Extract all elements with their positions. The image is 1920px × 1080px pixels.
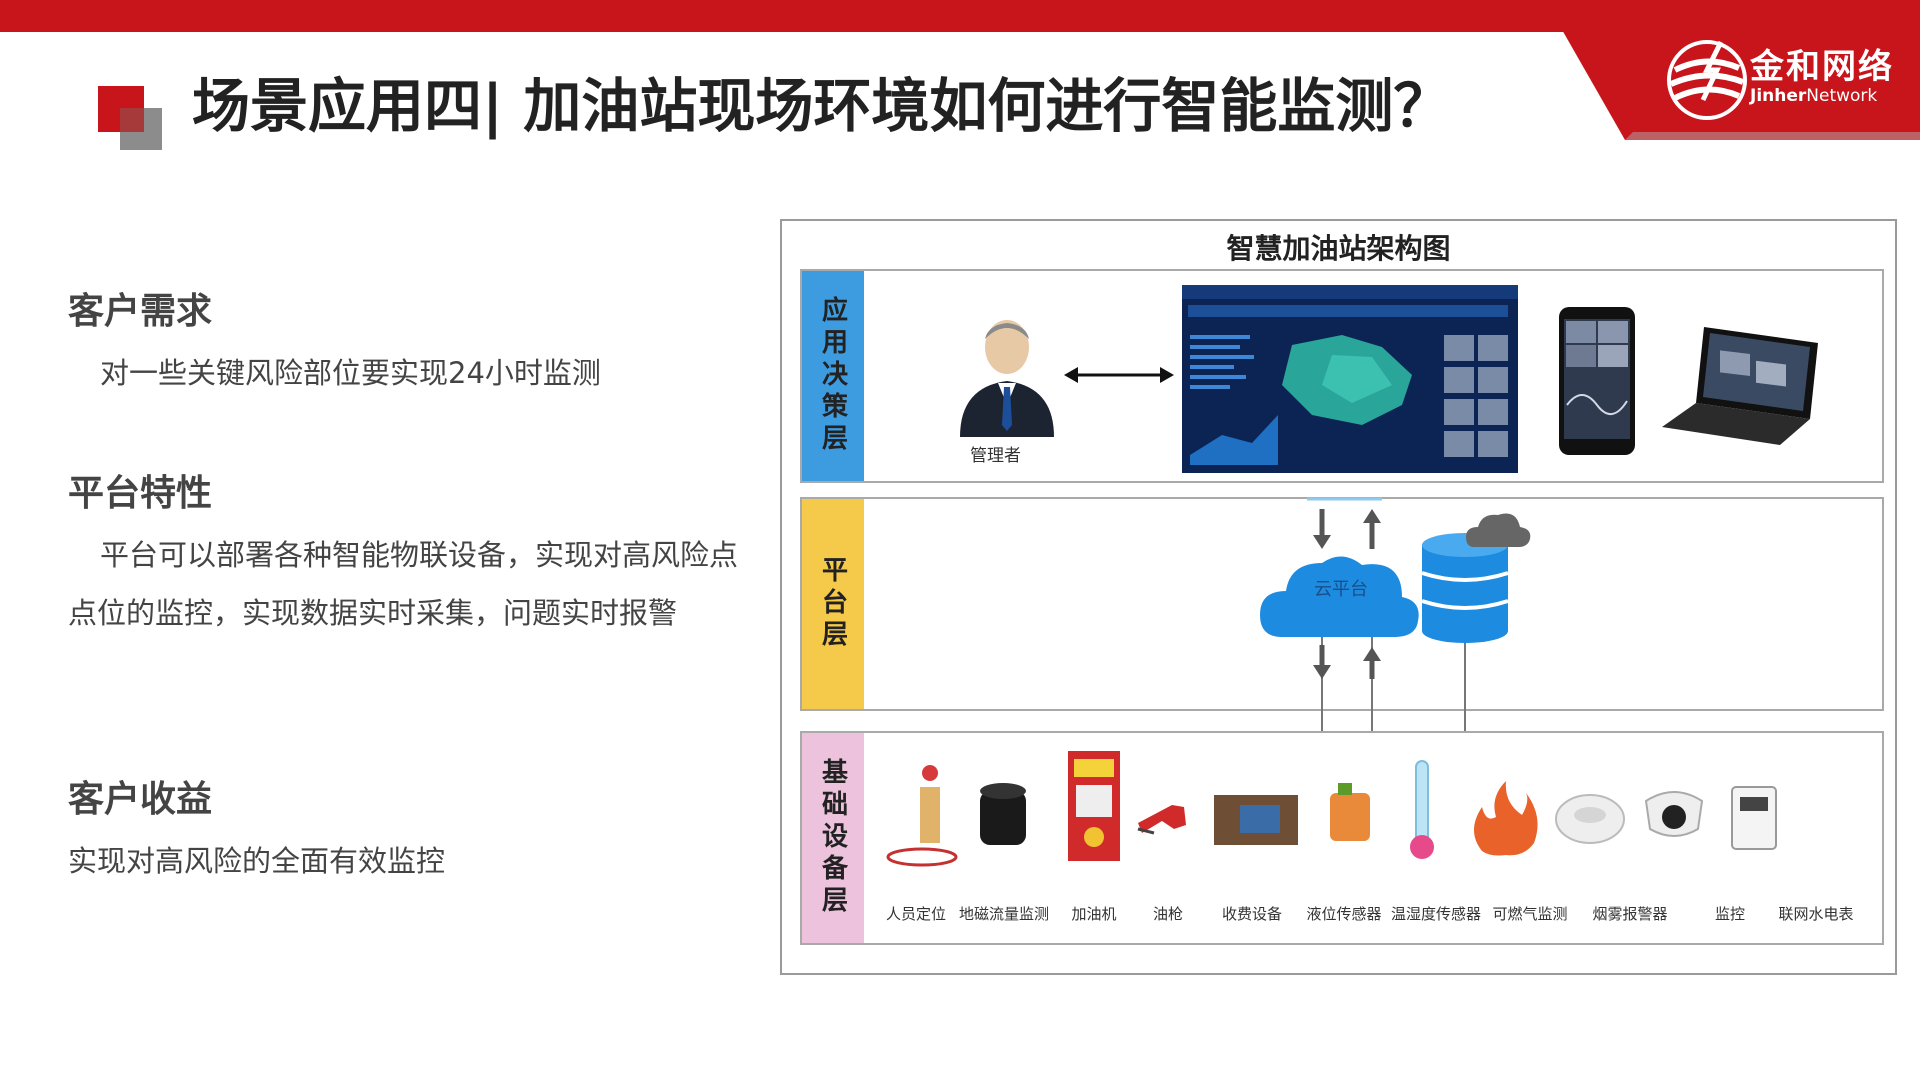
layer-application: 应用决策层 管理者 bbox=[800, 269, 1884, 483]
section-body-benefit: 实现对高风险的全面有效监控 bbox=[68, 844, 446, 878]
manager-label: 管理者 bbox=[970, 446, 1021, 466]
device-label-smoke: 烟雾报警器 bbox=[1592, 905, 1668, 923]
device-label-dispenser: 加油机 bbox=[1071, 905, 1117, 923]
logo-band-shape bbox=[1545, 0, 1920, 140]
device-label-gas: 可燃气监测 bbox=[1492, 905, 1568, 923]
page-title: 场景应用四| 加油站现场环境如何进行智能监测？ bbox=[192, 72, 1452, 140]
layer-base-label: 基础设备层 bbox=[802, 733, 864, 943]
payment-device-icon bbox=[1214, 795, 1298, 845]
architecture-diagram: 智慧加油站架构图 应用决策层 管理者 bbox=[780, 219, 1897, 975]
device-label-personnel: 人员定位 bbox=[885, 905, 947, 923]
device-label-meter: 联网水电表 bbox=[1778, 905, 1854, 923]
personnel-location-icon bbox=[886, 765, 958, 867]
cloud-icon bbox=[1260, 556, 1419, 637]
device-label-payment: 收费设备 bbox=[1221, 905, 1283, 923]
section-heading-platform: 平台特性 bbox=[68, 473, 213, 514]
arrow-up-icon-2 bbox=[1363, 647, 1381, 679]
device-label-nozzle: 油枪 bbox=[1152, 905, 1184, 923]
laptop-icon bbox=[1662, 327, 1818, 445]
manager-icon bbox=[960, 320, 1054, 437]
section-heading-demand: 客户需求 bbox=[68, 291, 213, 332]
diagram-title: 智慧加油站架构图 bbox=[1226, 232, 1451, 265]
section-body-demand: 对一些关键风险部位要实现24小时监测 bbox=[100, 356, 601, 390]
section-body-platform: 平台可以部署各种智能物联设备，实现对高风险点点位的监控，实现数据实时采集，问题实… bbox=[68, 538, 739, 630]
arrow-down-icon-2 bbox=[1313, 645, 1331, 679]
fuel-dispenser-icon bbox=[1068, 751, 1120, 861]
device-label-temp-humidity: 温湿度传感器 bbox=[1390, 905, 1482, 923]
logo-text: 金和网络 JinherNetwork bbox=[1750, 48, 1894, 106]
logo-en-bold: Jinher bbox=[1750, 86, 1807, 106]
layer-application-text: 应用决策层 bbox=[817, 296, 848, 456]
dashboard-screen-icon bbox=[1182, 285, 1518, 473]
layer-platform-label: 平台层 bbox=[802, 499, 864, 709]
layer-application-label: 应用决策层 bbox=[802, 271, 864, 481]
device-icons bbox=[886, 751, 1777, 867]
small-cloud-icon bbox=[1466, 513, 1531, 547]
mobile-phone-icon bbox=[1559, 307, 1635, 455]
device-label-level-sensor: 液位传感器 bbox=[1306, 905, 1382, 923]
camera-icon bbox=[1644, 791, 1704, 837]
title-decoration-icon bbox=[98, 86, 162, 150]
fuel-nozzle-icon bbox=[1137, 805, 1186, 835]
logo-en: JinherNetwork bbox=[1750, 86, 1894, 106]
device-label-camera: 监控 bbox=[1714, 905, 1746, 923]
platform-graphic bbox=[867, 497, 1877, 756]
layer-base-text: 基础设备层 bbox=[817, 758, 848, 918]
logo-band bbox=[1545, 0, 1920, 140]
flame-icon bbox=[1474, 781, 1538, 856]
smoke-detector-icon bbox=[1555, 794, 1625, 844]
arrow-down-icon bbox=[1313, 509, 1331, 549]
utility-meter-icon bbox=[1731, 786, 1777, 850]
level-sensor-icon bbox=[1330, 783, 1370, 841]
jinher-logo-icon bbox=[1667, 40, 1747, 120]
logo-cn: 金和网络 bbox=[1750, 47, 1894, 87]
device-label-geomagnetic: 地磁流量监测 bbox=[958, 905, 1050, 923]
cloud-platform-label: 云平台 bbox=[1314, 579, 1368, 600]
logo-en-rest: Network bbox=[1806, 86, 1878, 106]
layer-platform-text: 平台层 bbox=[817, 556, 848, 652]
thermometer-icon bbox=[1410, 760, 1434, 859]
database-icon bbox=[1421, 533, 1509, 643]
geomagnetic-sensor-icon bbox=[980, 783, 1026, 845]
bidirectional-arrow-icon bbox=[1064, 367, 1174, 383]
arrow-up-icon bbox=[1363, 509, 1381, 549]
section-heading-benefit: 客户收益 bbox=[68, 779, 213, 820]
